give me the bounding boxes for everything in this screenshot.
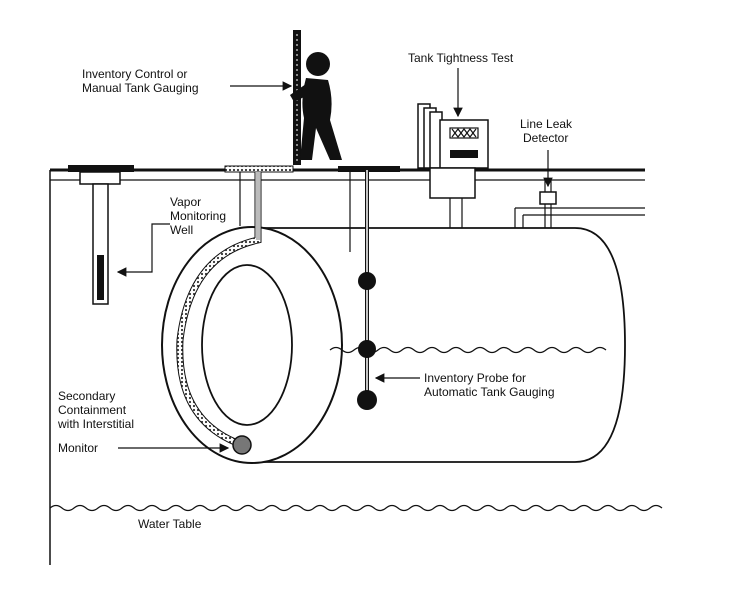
tank-end-inner — [201, 264, 293, 426]
probe-port-plate — [338, 166, 400, 172]
label-inventory-control: Inventory Control or — [82, 67, 187, 81]
label-inventory-probe: Inventory Probe for — [424, 371, 526, 385]
interstitial-monitor-sensor — [232, 435, 252, 455]
label-detector: Detector — [523, 131, 568, 145]
line-leak-detector — [514, 180, 645, 228]
label-line-leak: Line Leak — [520, 117, 573, 131]
label-monitor: Monitor — [58, 441, 98, 455]
water-table-line — [49, 504, 663, 512]
tank — [161, 226, 626, 464]
liquid-level — [329, 346, 607, 354]
label-tank-tightness-test: Tank Tightness Test — [408, 51, 514, 65]
vapor-monitoring-well — [79, 171, 121, 305]
label-automatic-tank-gauging: Automatic Tank Gauging — [424, 385, 555, 399]
label-monitoring: Monitoring — [170, 209, 226, 223]
label-well: Well — [170, 223, 193, 237]
label-vapor: Vapor — [170, 195, 201, 209]
leader-lines — [116, 68, 553, 453]
label-with-interstitial: with Interstitial — [57, 417, 134, 431]
vapor-well-cap — [68, 165, 134, 172]
label-manual-tank-gauging: Manual Tank Gauging — [82, 81, 199, 95]
label-containment: Containment — [58, 403, 127, 417]
person-icon — [290, 52, 342, 160]
tank-tightness-equipment — [417, 103, 489, 228]
label-water-table: Water Table — [138, 517, 202, 531]
interstitial-monitor-tube — [176, 172, 262, 455]
inventory-probe — [357, 170, 377, 410]
label-secondary: Secondary — [58, 389, 115, 403]
fill-port-plate — [224, 165, 294, 173]
